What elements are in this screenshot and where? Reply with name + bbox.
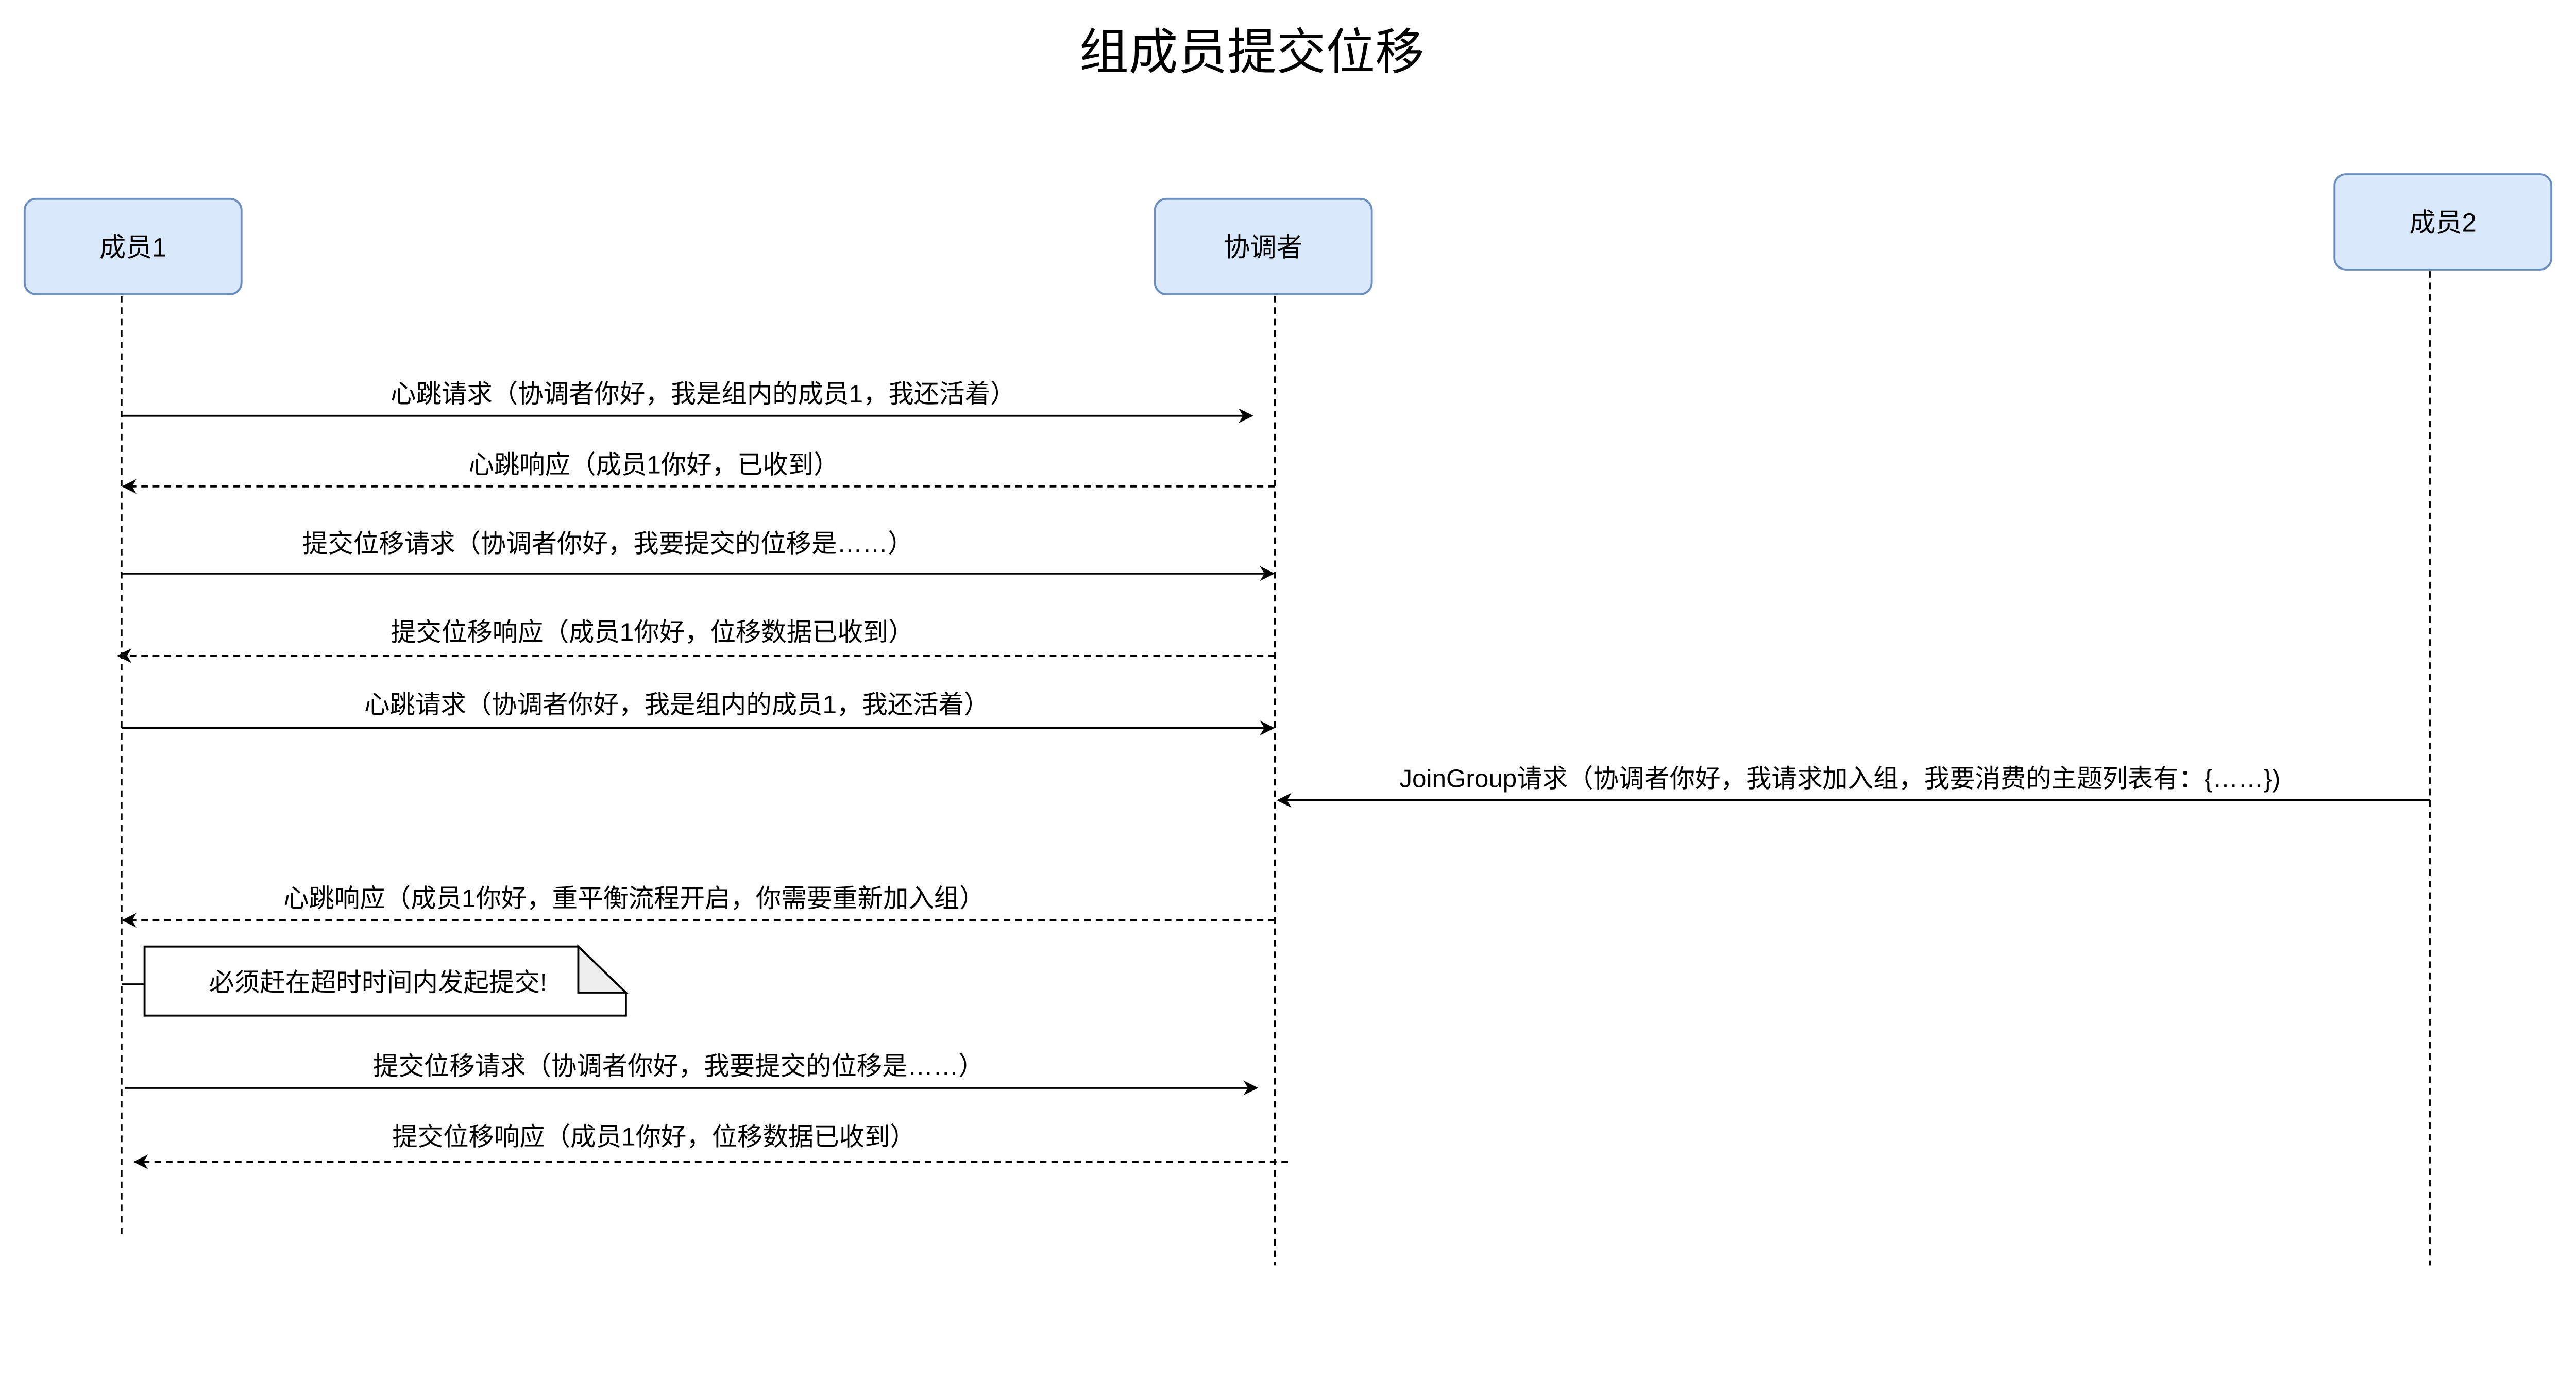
actor-label: 成员1 xyxy=(99,232,166,262)
note-label: 必须赶在超时时间内发起提交! xyxy=(209,968,547,997)
message-7: 心跳响应（成员1你好，重平衡流程开启，你需要重新加入组） xyxy=(122,884,1275,928)
actor-label: 协调者 xyxy=(1224,232,1303,262)
message-label: 提交位移请求（协调者你好，我要提交的位移是……） xyxy=(302,529,913,558)
message-1: 心跳请求（协调者你好，我是组内的成员1，我还活着） xyxy=(121,380,1253,424)
diagram-title: 组成员提交位移 xyxy=(1079,25,1425,80)
actor-label: 成员2 xyxy=(2409,208,2476,238)
message-label: 心跳请求（协调者你好，我是组内的成员1，我还活着） xyxy=(364,691,989,719)
message-3: 提交位移请求（协调者你好，我要提交的位移是……） xyxy=(121,529,1275,581)
actor-member2[interactable]: 成员2 xyxy=(2333,173,2553,271)
message-6: JoinGroup请求（协调者你好，我请求加入组，我要消费的主题列表有：{……}… xyxy=(1276,764,2430,808)
note: 必须赶在超时时间内发起提交! xyxy=(121,944,629,1017)
message-label: 提交位移响应（成员1你好，位移数据已收到） xyxy=(391,618,914,647)
message-2: 心跳响应（成员1你好，已收到） xyxy=(122,450,1275,494)
message-9: 提交位移响应（成员1你好，位移数据已收到） xyxy=(133,1123,1288,1169)
sequence-diagram: 组成员提交位移 成员1 协调者 成员2 心跳请求（协调者你好，我是组内的成员1，… xyxy=(23,25,2553,1266)
message-label: JoinGroup请求（协调者你好，我请求加入组，我要消费的主题列表有：{……}… xyxy=(1399,764,2280,793)
actor-coordinator[interactable]: 协调者 xyxy=(1154,197,1373,295)
message-label: 心跳响应（成员1你好，重平衡流程开启，你需要重新加入组） xyxy=(283,884,985,913)
actor-member1[interactable]: 成员1 xyxy=(23,197,243,295)
note-box xyxy=(143,945,627,1017)
message-label: 提交位移请求（协调者你好，我要提交的位移是……） xyxy=(373,1052,984,1080)
message-8: 提交位移请求（协调者你好，我要提交的位移是……） xyxy=(125,1052,1259,1096)
note-fold xyxy=(577,944,629,994)
message-4: 提交位移响应（成员1你好，位移数据已收到） xyxy=(116,618,1275,663)
message-5: 心跳请求（协调者你好，我是组内的成员1，我还活着） xyxy=(121,691,1275,735)
message-label: 心跳请求（协调者你好，我是组内的成员1，我还活着） xyxy=(391,380,1015,408)
message-label: 心跳响应（成员1你好，已收到） xyxy=(469,450,839,479)
message-label: 提交位移响应（成员1你好，位移数据已收到） xyxy=(392,1123,916,1151)
